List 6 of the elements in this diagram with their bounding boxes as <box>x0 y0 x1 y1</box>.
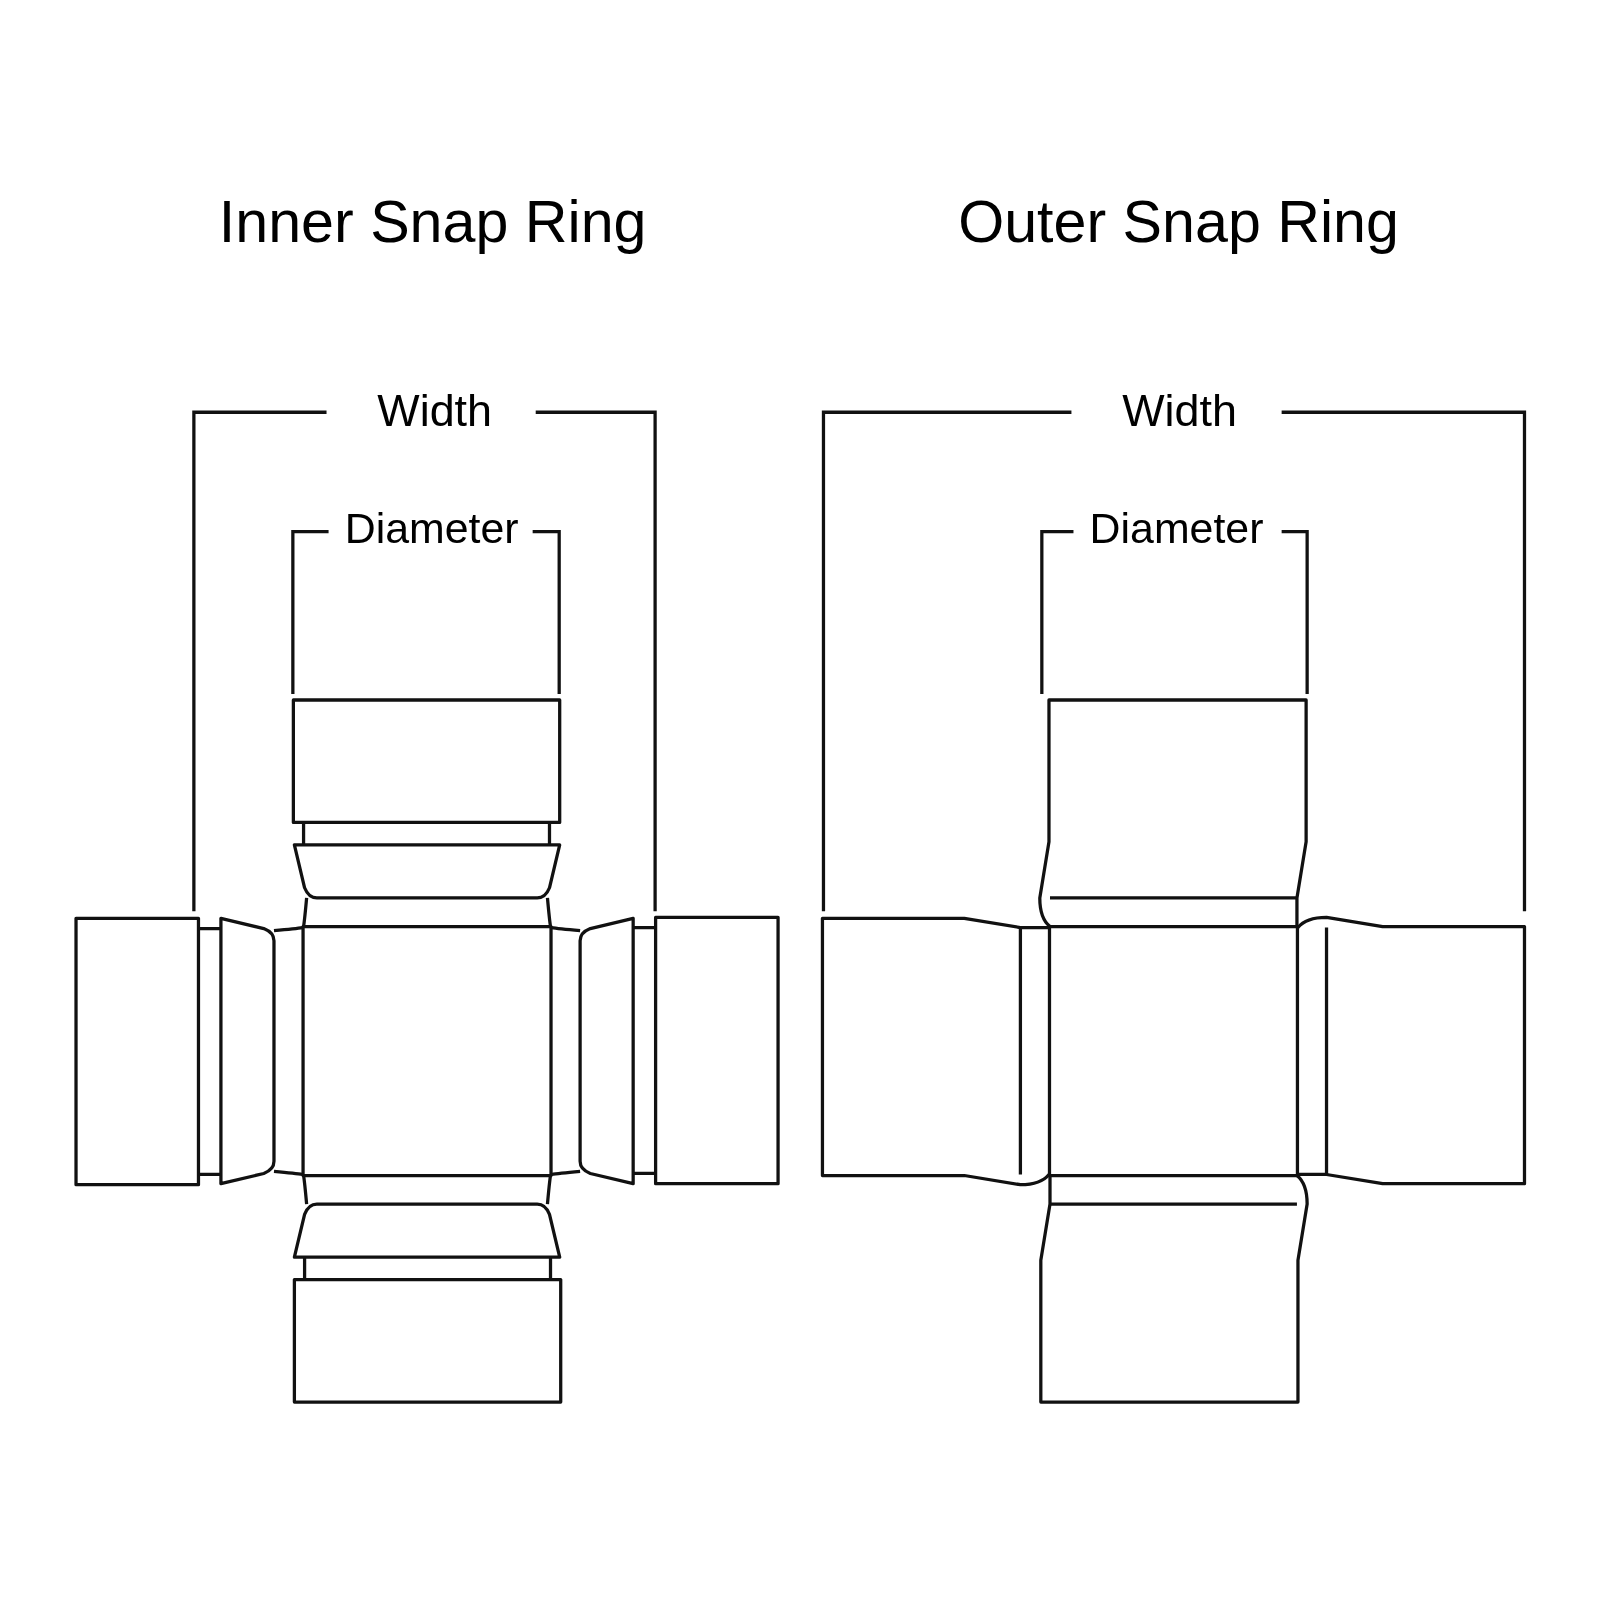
dimension-label: Diameter <box>344 506 519 549</box>
dimension-label: Width <box>377 388 493 434</box>
title: Inner Snap Ring <box>218 192 647 253</box>
title: Outer Snap Ring <box>958 192 1399 253</box>
dimension-label: Diameter <box>1089 506 1264 549</box>
dimension-label: Width <box>1122 388 1237 434</box>
